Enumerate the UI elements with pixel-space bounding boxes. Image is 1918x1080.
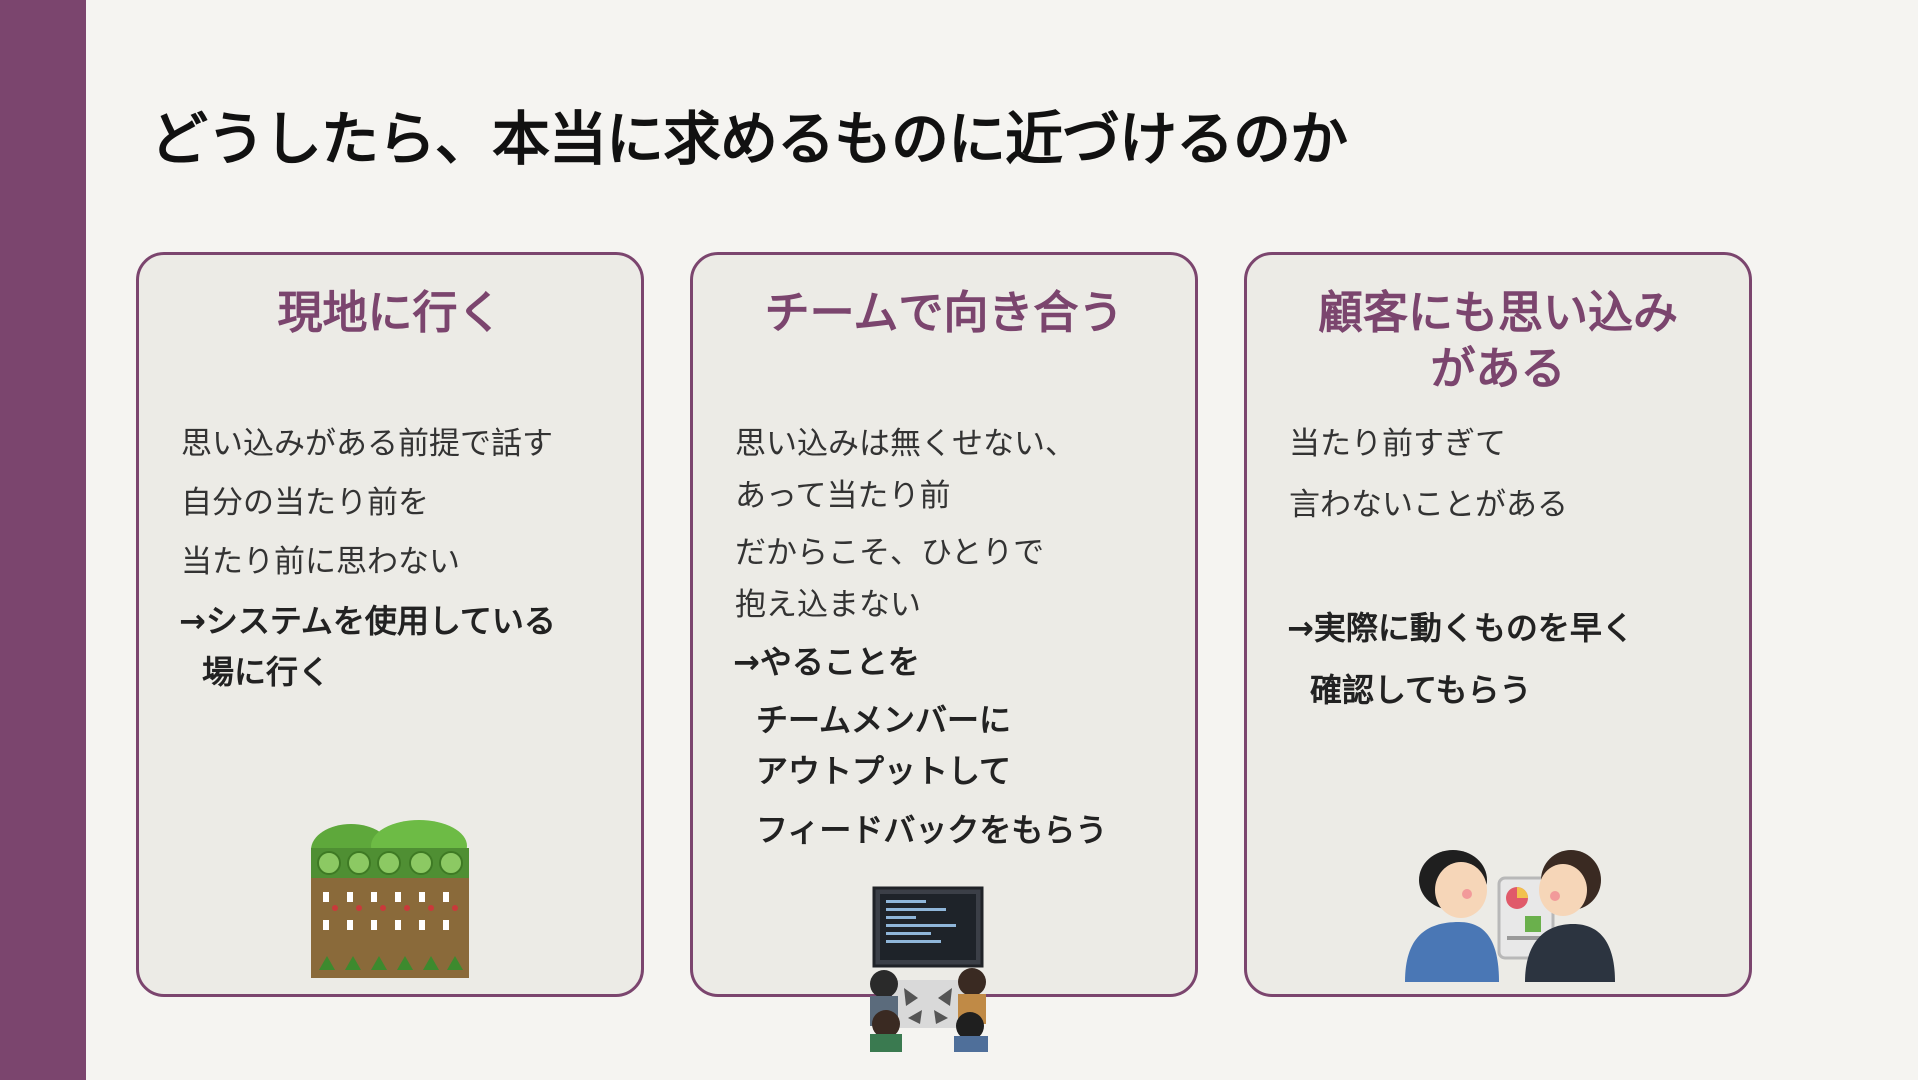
card-text-line: 当たり前すぎて — [1289, 426, 1506, 462]
card-title-line: がある — [1430, 342, 1566, 395]
card-title: チームで向き合う — [764, 286, 1124, 339]
card-text-line: だからこそ、ひとりで — [735, 535, 1045, 571]
card-action-line: →システムを使用している — [179, 602, 556, 640]
card-action-line: チームメンバーに — [756, 701, 1012, 739]
card-action-line: →実際に動くものを早く — [1287, 609, 1634, 647]
card-text-line: 自分の当たり前を — [181, 485, 429, 521]
card-action-line: →やることを — [733, 643, 920, 681]
card-action-line: 場に行く — [202, 653, 331, 691]
card-text-line: 思い込みは無くせない、 — [735, 426, 1076, 462]
card-team-face: チームで向き合う 思い込みは無くせない、 あって当たり前 だからこそ、ひとりで … — [690, 252, 1198, 997]
card-title: 現地に行く — [277, 286, 503, 339]
card-text-line: 言わないことがある — [1289, 487, 1568, 523]
card-action-line: アウトプットして — [756, 752, 1012, 790]
card-text-line: 当たり前に思わない — [181, 544, 460, 580]
card-title-line: 顧客にも思い込み — [1317, 286, 1678, 339]
card-text-line: 思い込みがある前提で話す — [181, 426, 553, 462]
field-illustration-icon — [311, 820, 469, 978]
card-action-line: フィードバックをもらう — [756, 811, 1108, 849]
card-text-line: 抱え込まない — [735, 587, 921, 623]
card-visit-site: 現地に行く 思い込みがある前提で話す 自分の当たり前を 当たり前に思わない →シ… — [136, 252, 644, 997]
card-text-line: あって当たり前 — [735, 478, 951, 514]
team-meeting-illustration-icon — [870, 886, 988, 1052]
card-title: 顧客にも思い込み がある — [1247, 285, 1749, 397]
card-action-line: 確認してもらう — [1310, 671, 1532, 709]
card-customer-assumptions: 顧客にも思い込み がある 当たり前すぎて 言わないことがある →実際に動くものを… — [1244, 252, 1752, 997]
slide-title: どうしたら、本当に求めるものに近づけるのか — [150, 105, 1348, 173]
slide-accent-bar — [0, 0, 86, 1080]
customer-review-illustration-icon — [1405, 850, 1615, 982]
